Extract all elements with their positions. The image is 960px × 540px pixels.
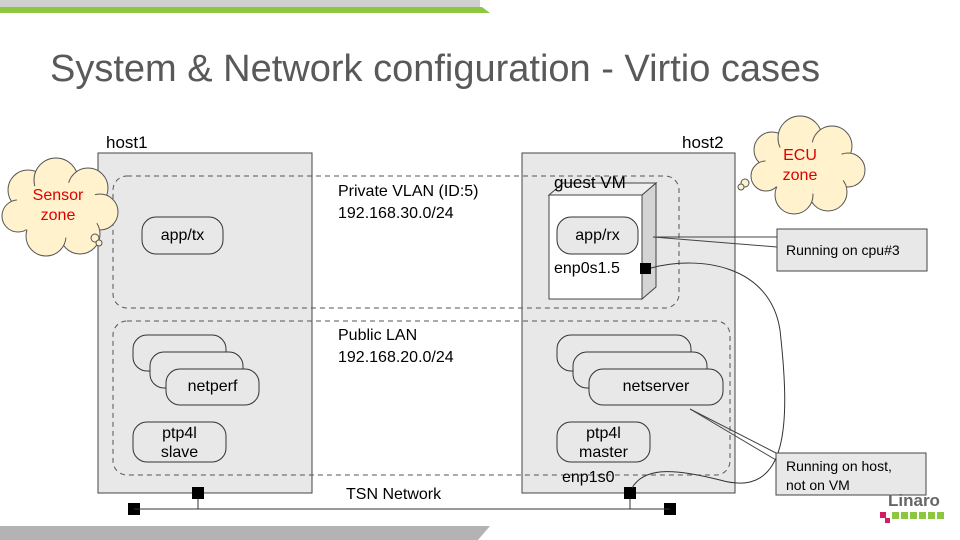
- ptp-slave-label-1: ptp4l: [162, 425, 197, 442]
- public-lan-name: Public LAN: [338, 327, 418, 344]
- netserver-box-front: [588, 368, 724, 406]
- host2-tsn-port: [624, 487, 636, 499]
- bottom-bar: [0, 526, 490, 540]
- sensor-cloud: [1, 157, 119, 257]
- top-bar-green: [0, 7, 490, 13]
- netperf-box-front: [165, 368, 260, 406]
- ptp-master-label-2: master: [579, 444, 628, 461]
- ptp-master-box: [556, 421, 651, 463]
- sensor-zone-label-2: zone: [40, 207, 76, 224]
- linaro-logo-mark: [880, 512, 944, 523]
- private-vlan-subnet: 192.168.30.0/24: [338, 205, 454, 222]
- ptp-slave-box: [132, 421, 227, 463]
- host-interface-label: enp1s0: [562, 469, 615, 486]
- private-vlan-region: [112, 175, 680, 309]
- ptp-master-label-1: ptp4l: [586, 425, 621, 442]
- slide-title: System & Network configuration - Virtio …: [50, 48, 821, 90]
- host1-tsn-port: [192, 487, 204, 499]
- netperf-label: netperf: [187, 378, 238, 395]
- app-tx-label: app/tx: [160, 227, 205, 244]
- guest-vm-label: guest VM: [554, 173, 626, 192]
- app-tx-box: [141, 216, 224, 255]
- vm-interface-port: [640, 263, 651, 274]
- cpu-callout-text: Running on cpu#3: [786, 242, 900, 258]
- guest-vm-side: [641, 181, 657, 301]
- vm-interface-label: enp0s1.5: [554, 260, 620, 277]
- host1-label: host1: [106, 133, 148, 152]
- private-vlan-name: Private VLAN (ID:5): [338, 183, 479, 200]
- app-rx-box: [556, 216, 639, 255]
- host-callout-pointer: [689, 408, 777, 454]
- ptp-slave-label-2: slave: [160, 444, 199, 461]
- host2-label: host2: [682, 133, 724, 152]
- sensor-zone-label-1: Sensor: [32, 187, 84, 204]
- ecu-zone-label-1: ECU: [783, 147, 817, 164]
- public-lan-region: [112, 320, 731, 476]
- tsn-network-label: TSN Network: [346, 486, 442, 503]
- vm-to-host-link: [631, 262, 786, 489]
- app-rx-label: app/rx: [575, 227, 620, 244]
- ecu-zone-label-2: zone: [782, 167, 818, 184]
- host-callout-text-2: not on VM: [786, 477, 850, 493]
- top-bar-gray: [0, 0, 480, 7]
- cpu-callout-box: [776, 228, 928, 272]
- cpu-callout-pointer-2: [652, 236, 778, 248]
- linaro-logo-text: Linaro: [888, 491, 940, 510]
- ecu-cloud: [737, 115, 866, 215]
- host-callout-text-1: Running on host,: [786, 458, 892, 474]
- host-callout-pointer-2: [689, 408, 777, 461]
- public-lan-subnet: 192.168.20.0/24: [338, 349, 454, 366]
- netserver-label: netserver: [622, 378, 690, 395]
- host-callout-box: [775, 452, 927, 496]
